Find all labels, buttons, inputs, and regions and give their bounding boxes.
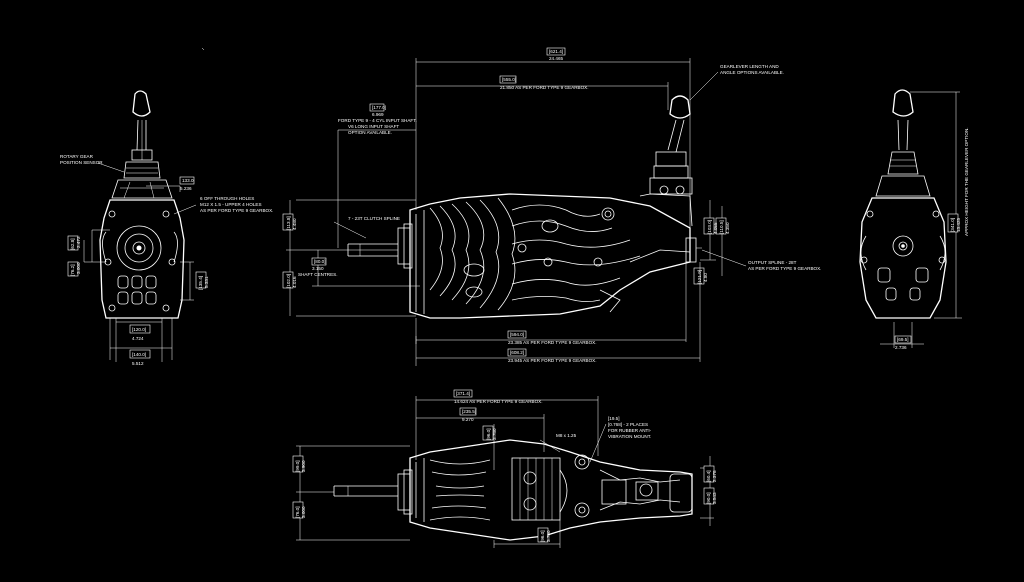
- input-shaft-mm: [177.0]: [372, 105, 386, 110]
- dim-bottom2-text: 23.945 AS PER FORD TYPE 9 GEARBOX.: [508, 358, 597, 363]
- dim-113-mm: [113.8]: [286, 216, 291, 230]
- bottom-dim-371-mm: [371.4]: [456, 391, 470, 396]
- dim-121-in: 4.80: [703, 273, 708, 282]
- dim-120-in: 4.724: [132, 336, 144, 341]
- label-rotary-sensor-1: ROTARY GEAR: [60, 154, 94, 159]
- bottom-right-top-in: 2.378: [712, 470, 717, 482]
- center-side-view: [282, 47, 747, 366]
- mount-note-1: [19.5]: [608, 416, 620, 421]
- dim-110-in: 4.350: [725, 222, 730, 234]
- right-dim-height-in: 13.425: [956, 218, 961, 232]
- dim-left2-in: 3.000: [76, 262, 81, 274]
- clutch-spline: 7 - 23T CLUTCH SPLINE: [348, 216, 400, 221]
- gearlever-note-1: GEARLEVER LENGTH AND: [720, 64, 779, 69]
- dim-bottom1-text: 23.385 AS PER FORD TYPE 9 GEARBOX.: [508, 340, 597, 345]
- right-dim-69-mm: [69.5]: [897, 337, 909, 342]
- bottom-left-bot-mm: [76.0]: [295, 507, 300, 519]
- dim-ford-length-text: 21.850 AS PER FORD TYPE 9 GEARBOX.: [500, 85, 589, 90]
- bottom-dim-96b-mm: [96.0]: [540, 531, 545, 543]
- dim-80-mm: [80.0]: [314, 259, 326, 264]
- bottom-dim-235-in: 9.270: [462, 417, 474, 422]
- bottom-dim-96b-in: 3.780: [546, 530, 551, 542]
- holes-note-2: M12 X 1.5 - UPPER 4 HOLES: [200, 202, 262, 207]
- input-shaft-line2: V6 LONG INPUT SHAFT: [348, 124, 399, 129]
- holes-note-3: AS PER FORD TYPE 9 GEARBOX.: [200, 208, 273, 213]
- dim-113-in: 4.480: [292, 218, 297, 230]
- dim-80-in: 3.150: [312, 266, 324, 271]
- bottom-right-bot-mm: [90.0]: [706, 493, 711, 505]
- bottom-dim-235-mm: [235.5]: [462, 409, 476, 414]
- dim-overall-in: 24.465: [549, 56, 563, 61]
- dim-ford-length-mm: [555.0]: [502, 77, 516, 82]
- right-height-note: APPROX HEIGHT FOR THE GEARLEVER OPTION.: [964, 127, 969, 236]
- shaft-centres: SHAFT CENTRES.: [298, 272, 337, 277]
- gearlever-note-2: ANGLE OPTIONS AVAILABLE.: [720, 70, 784, 75]
- bottom-left-bot-in: 3.000: [301, 506, 306, 518]
- dim-121-mm: [121.9]: [697, 270, 702, 284]
- dim-140-mm: [140.0]: [132, 352, 146, 357]
- bottom-dim-96-in: 3.780: [492, 428, 497, 440]
- output-spline-1: OUTPUT SPLINE - 28T: [748, 260, 797, 265]
- dim-bottom1-mm: [594.0]: [510, 332, 524, 337]
- dim-110-mm: [110.5]: [719, 220, 724, 234]
- dim-right-in: 5.331: [204, 276, 209, 288]
- mount-note-3: FOR RUBBER ANTI-: [608, 428, 652, 433]
- dim-133-in: 5.236: [180, 186, 192, 191]
- holes-note-1: 6 OFF THROUGH HOLES: [200, 196, 254, 201]
- left-front-view: [67, 47, 207, 362]
- dim-102-mm: [102.0]: [286, 274, 291, 288]
- dim-bottom2-mm: [608.2]: [510, 350, 524, 355]
- dim-120-mm: [120.0]: [132, 327, 146, 332]
- output-spline-2: AS PER FORD TYPE 9 GEARBOX.: [748, 266, 821, 271]
- dim-133-mm: 133.0: [182, 178, 194, 183]
- dim-103-in: 4.055: [713, 222, 718, 234]
- bottom-dim-96-mm: [96.0]: [486, 429, 491, 441]
- bottom-right-top-mm: [60.4]: [706, 471, 711, 483]
- dim-right-mm: [135.4]: [198, 276, 203, 290]
- dim-left1-in: 2.472: [76, 236, 81, 248]
- dim-overall-mm: [621.4]: [549, 49, 563, 54]
- right-rear-view: [859, 89, 962, 348]
- mount-note-2: [0.768] - 2 PLACES: [608, 422, 648, 427]
- dim-102-in: 4.016: [292, 276, 297, 288]
- mount-note-4: VIBRATION MOUNT.: [608, 434, 651, 439]
- label-rotary-sensor-2: POSITION SENSOR: [60, 160, 103, 165]
- bottom-right-bot-in: 3.543: [712, 492, 717, 504]
- dim-left2-mm: [76.2]: [70, 265, 75, 277]
- dim-left1-mm: [62.8]: [70, 239, 75, 251]
- right-dim-69-in: 2.736: [895, 345, 907, 350]
- input-shaft-line1: FORD TYPE 9 - 4 CYL INPUT SHAFT.: [338, 118, 417, 123]
- bottom-m8: M8 x 1.25: [556, 433, 577, 438]
- bottom-dim-371-text: 14.624 AS PER FORD TYPE 9 GEARBOX.: [454, 399, 543, 404]
- dim-103-mm: [103.0]: [707, 220, 712, 234]
- bottom-left-top-in: 3.900: [301, 460, 306, 472]
- input-shaft-line3: OPTION AVAILABLE.: [348, 130, 392, 135]
- input-shaft-in: 6.969: [372, 112, 384, 117]
- dim-140-in: 5.512: [132, 361, 144, 366]
- right-dim-height-mm: [341.0]: [950, 218, 955, 232]
- bottom-plan-view: [292, 389, 715, 548]
- bottom-left-top-mm: [99.0]: [295, 461, 300, 473]
